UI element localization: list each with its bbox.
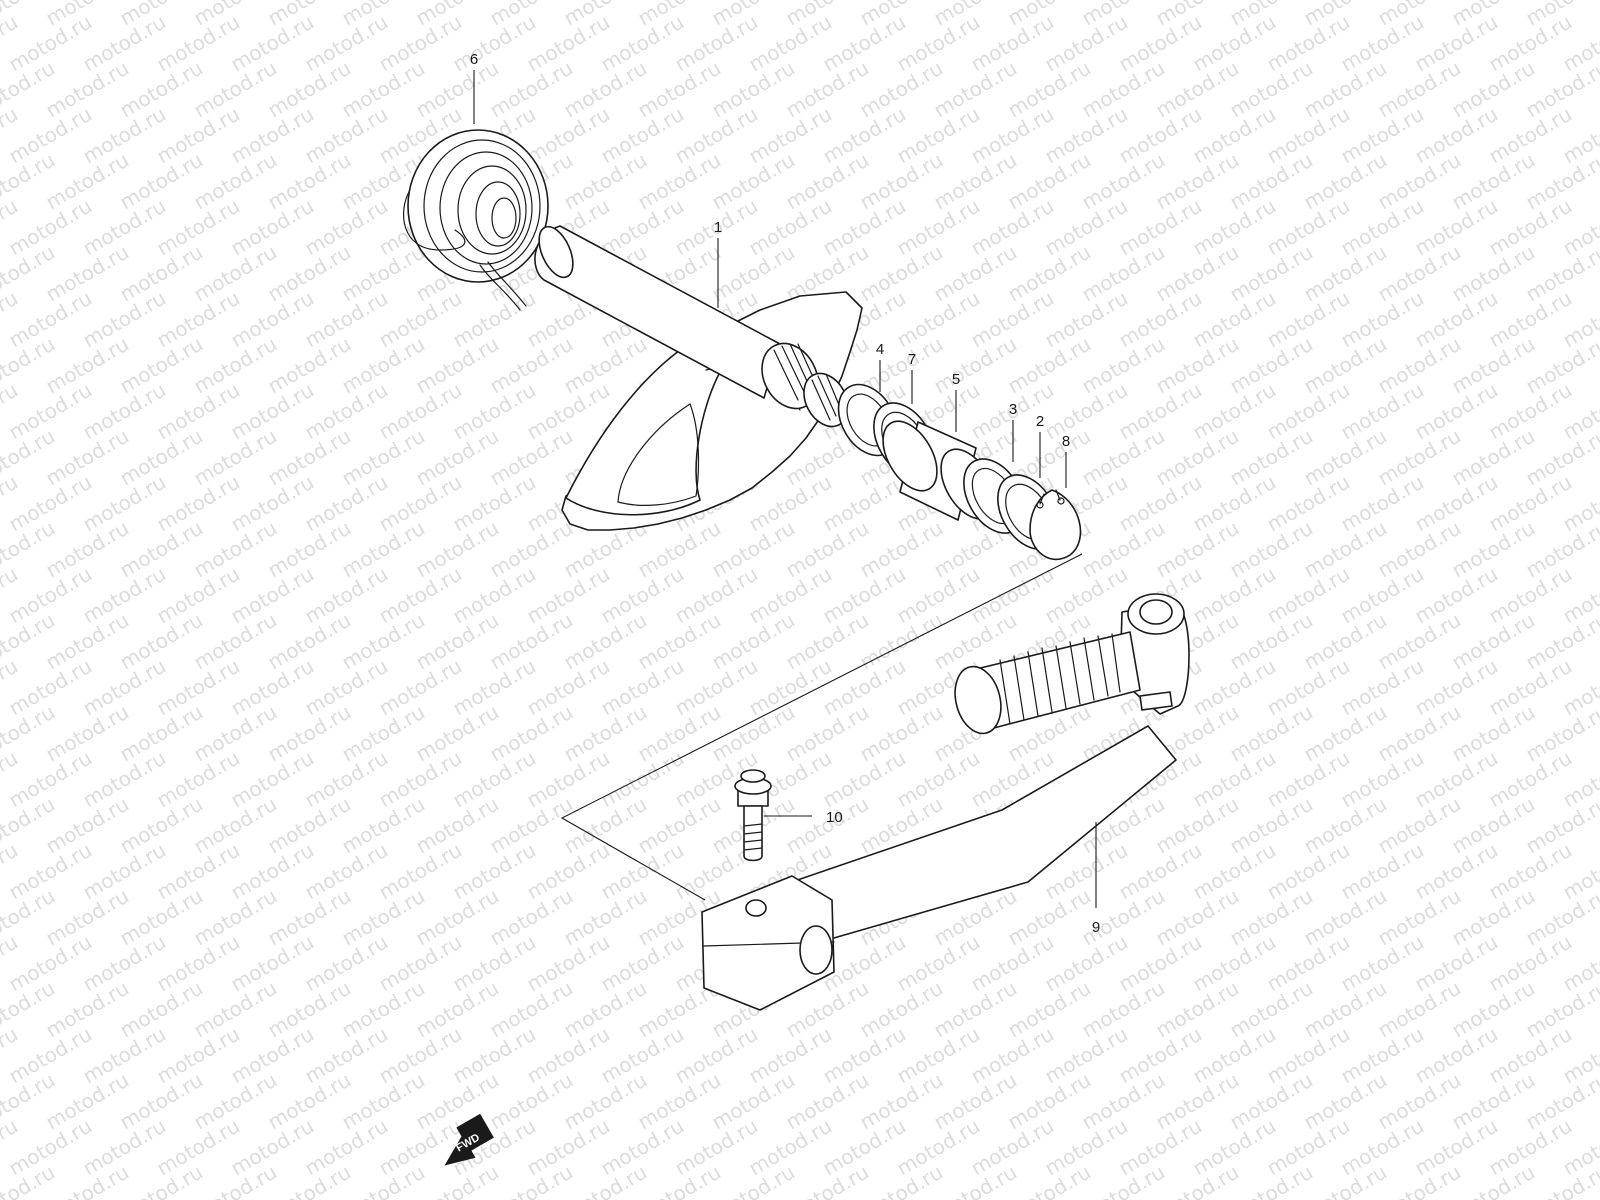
callout-5: 5 [952, 371, 960, 388]
callout-2: 2 [1036, 413, 1044, 430]
circlip-part-8 [1029, 489, 1082, 561]
callout-1: 1 [714, 219, 722, 236]
callout-6: 6 [470, 51, 478, 68]
leader-lines [473, 70, 1097, 908]
return-spring-part-6 [403, 129, 549, 311]
callout-3: 3 [1009, 401, 1017, 418]
assembly-frame-lines [560, 553, 1083, 901]
kick-shaft-gear-part-1 [534, 225, 863, 531]
bolt-part-10 [734, 769, 772, 862]
kick-lever-part-9 [701, 593, 1190, 1011]
callout-labels: 6 1 4 7 5 3 2 8 10 9 [470, 51, 1100, 936]
callout-9: 9 [1092, 919, 1100, 936]
callout-10: 10 [826, 809, 843, 826]
callout-7: 7 [908, 351, 916, 368]
callout-4: 4 [876, 341, 884, 358]
callout-8: 8 [1062, 433, 1070, 450]
watermark-text: motod.ru [1596, 0, 1600, 30]
